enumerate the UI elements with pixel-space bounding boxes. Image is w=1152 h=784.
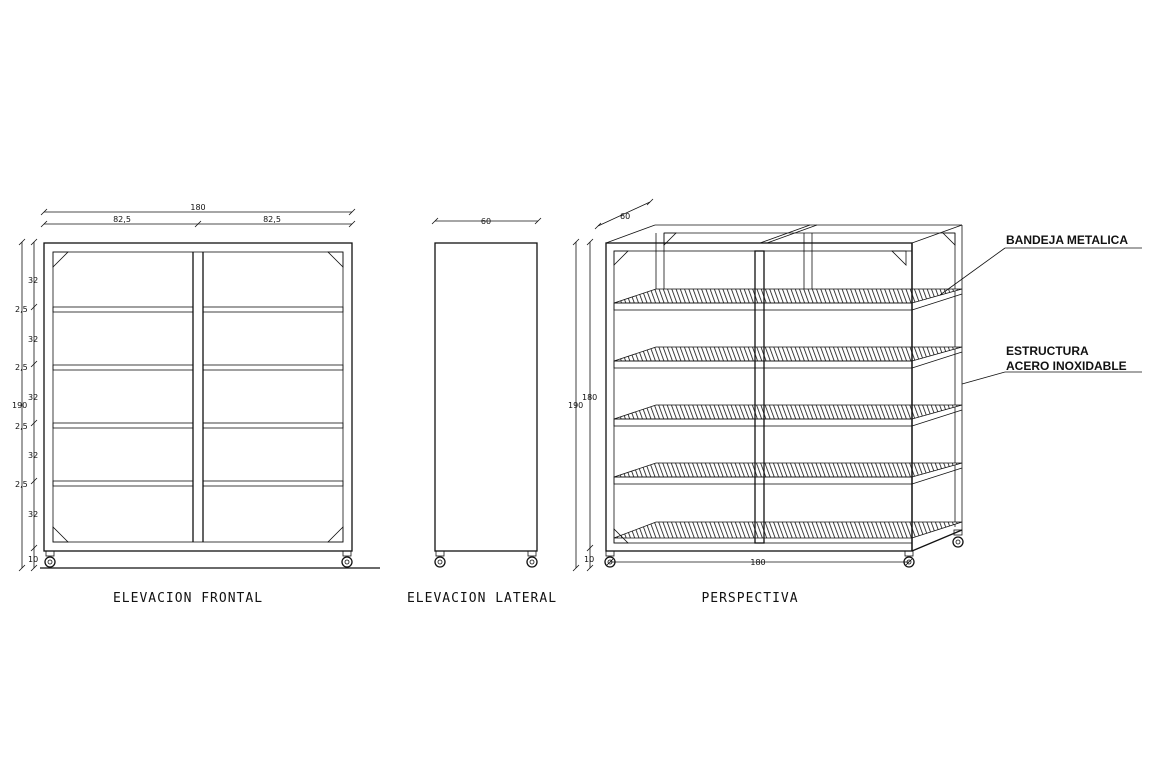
front-bay-right-dim: 82,5 — [263, 215, 281, 224]
perspective-view: 60 190 180 10 — [568, 198, 964, 606]
structure-callout-line2: ACERO INOXIDABLE — [1006, 359, 1127, 373]
front-thickness-dim: 2,5 — [15, 305, 28, 314]
front-gap-dim: 32 — [28, 276, 38, 285]
perspective-height-outer-dim: 190 — [568, 401, 583, 410]
callouts: BANDEJA METALICA ESTRUCTURA ACERO INOXID… — [939, 233, 1142, 385]
perspective-base-dim: 10 — [584, 555, 594, 564]
front-gap-dim: 32 — [28, 335, 38, 344]
perspective-back-frame — [605, 224, 963, 530]
front-top-dimensions: 180 82,5 82,5 — [40, 203, 356, 228]
side-wheels — [434, 550, 538, 568]
front-thickness-dim: 2,5 — [15, 422, 28, 431]
structure-callout-line1: ESTRUCTURA — [1006, 344, 1089, 358]
front-view-title: ELEVACION FRONTAL — [113, 591, 263, 606]
perspective-front-frame — [605, 242, 963, 552]
perspective-wheels — [604, 529, 964, 568]
front-height-dim: 190 — [12, 401, 27, 410]
front-wheels — [40, 550, 380, 569]
front-thickness-dim: 2,5 — [15, 363, 28, 372]
perspective-depth-dim: 60 — [620, 212, 630, 221]
front-frame — [43, 242, 353, 552]
perspective-width-dim: 180 — [750, 558, 765, 567]
front-gap-dim: 32 — [28, 510, 38, 519]
side-elevation: 60 ELEVACION LATERAL — [407, 217, 557, 606]
front-left-dimensions: 190 32 32 32 32 32 2,5 2,5 2,5 2,5 10 — [12, 238, 38, 572]
front-bay-left-dim: 82,5 — [113, 215, 131, 224]
front-gap-dim: 32 — [28, 451, 38, 460]
side-frame — [434, 242, 538, 552]
perspective-trays — [613, 288, 963, 539]
perspective-height-inner-dim: 180 — [582, 393, 597, 402]
side-view-title: ELEVACION LATERAL — [407, 591, 557, 606]
front-elevation: 180 82,5 82,5 190 32 32 32 32 3 — [12, 203, 380, 606]
perspective-view-title: PERSPECTIVA — [701, 591, 798, 606]
side-depth-dim: 60 — [481, 217, 491, 226]
front-gap-dim: 32 — [28, 393, 38, 402]
front-width-dim: 180 — [190, 203, 205, 212]
tray-callout: BANDEJA METALICA — [1006, 233, 1128, 247]
front-thickness-dim: 2,5 — [15, 480, 28, 489]
front-base-dim: 10 — [28, 555, 38, 564]
